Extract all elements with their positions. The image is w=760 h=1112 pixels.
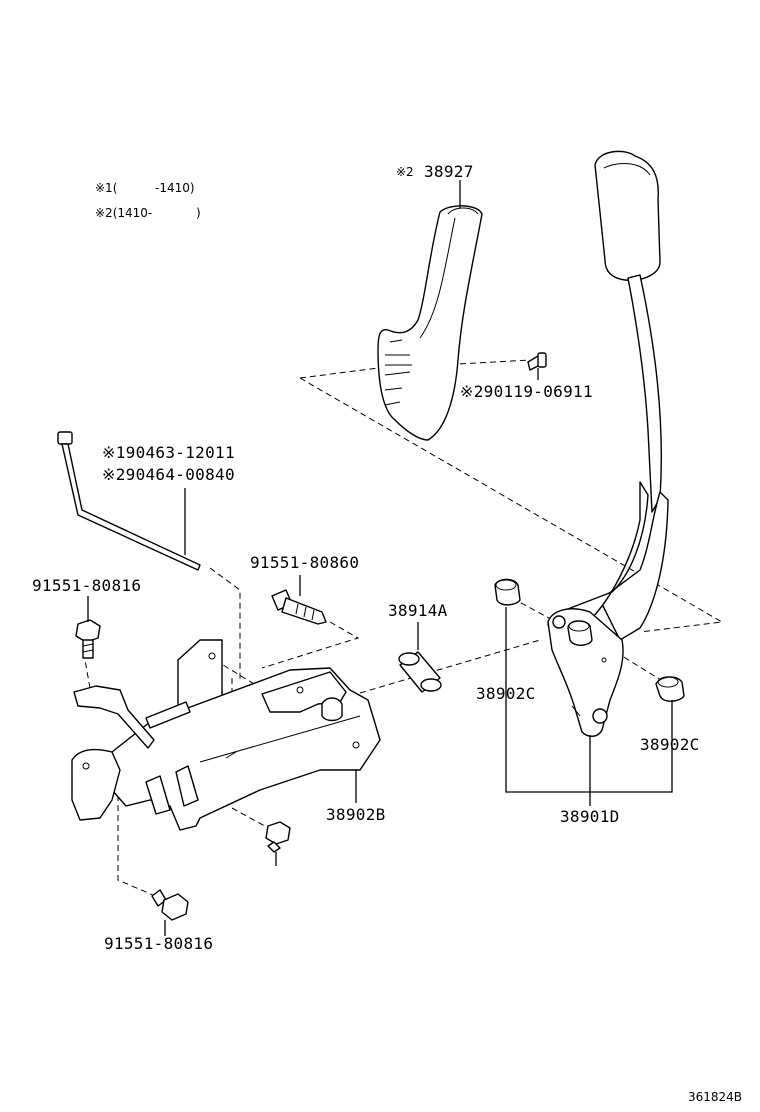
wire-clip (57, 431, 201, 571)
label-wire-2: ※290464-00840 (102, 465, 235, 484)
bolt-middle (265, 821, 291, 853)
diagram-reference: 361824B (688, 1090, 742, 1104)
label-grip: 38927 (424, 162, 474, 181)
label-bushing-right: 38902C (640, 735, 700, 754)
collar (398, 651, 442, 693)
label-wire-1: ※190463-12011 (102, 443, 235, 462)
leader-lines (87, 180, 673, 936)
bolt-left (75, 619, 101, 659)
bushing-left (494, 578, 521, 606)
label-lever: 38901D (560, 807, 620, 826)
bolt-bottom (151, 889, 189, 921)
label-bracket: 38902B (326, 805, 386, 824)
label-collar: 38914A (388, 601, 448, 620)
parking-brake-lever (547, 150, 669, 737)
label-bushing-left: 38902C (476, 684, 536, 703)
grip-cover (377, 205, 483, 441)
label-grip-mark: ※2 (396, 165, 414, 179)
bracket (71, 639, 381, 831)
bushing-right (655, 676, 685, 702)
bolt-top (271, 589, 327, 625)
label-screw: ※290119-06911 (460, 382, 593, 401)
note-1-range: -1410) (155, 181, 195, 195)
note-2-close: ) (196, 206, 201, 220)
note-1-mark: ※1( (95, 181, 117, 195)
label-bolt-top: 91551-80860 (250, 553, 359, 572)
label-bolt-bottom: 91551-80816 (104, 934, 213, 953)
assembly-guide-lines (84, 359, 724, 899)
note-2-mark: ※2(1410- (95, 206, 152, 220)
grip-screw (527, 352, 547, 371)
label-bolt-left: 91551-80816 (32, 576, 141, 595)
